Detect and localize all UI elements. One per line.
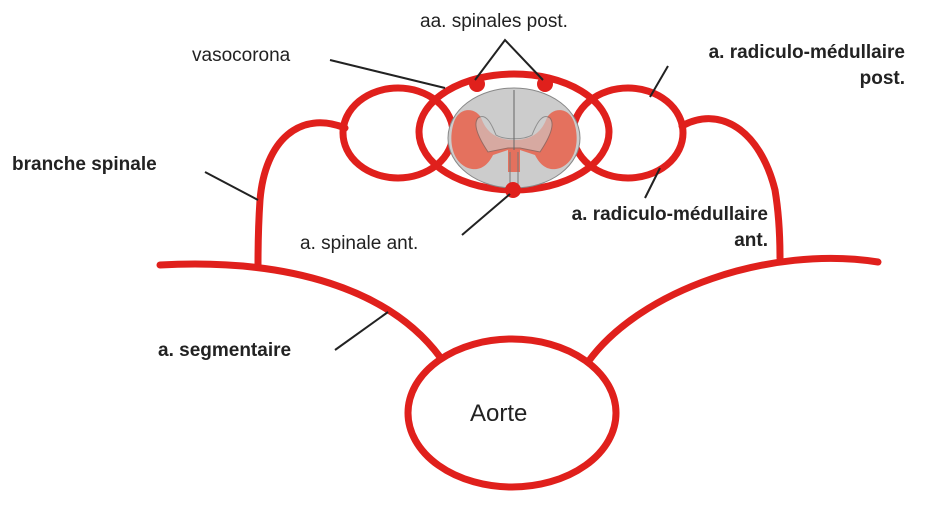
label-radiculo-ant: a. radiculo-médullaire ant. bbox=[505, 204, 768, 252]
leader-segmentaire bbox=[334, 311, 389, 351]
label-aorte: Aorte bbox=[470, 400, 528, 427]
spinal-branch-right bbox=[678, 115, 784, 262]
label-radiculo-post-line1: a. radiculo-médullaire bbox=[708, 42, 905, 63]
leader-radiculo-ant bbox=[644, 167, 661, 199]
spinal-cord bbox=[447, 87, 581, 189]
label-segmentaire: a. segmentaire bbox=[158, 340, 292, 361]
label-radiculo-post-line2: post. bbox=[859, 68, 905, 89]
label-vasocorona: vasocorona bbox=[192, 45, 291, 66]
segmental-artery-left bbox=[156, 260, 444, 361]
label-radiculo-ant-line1: a. radiculo-médullaire bbox=[571, 204, 768, 225]
label-radiculo-post: a. radiculo-médullaire post. bbox=[640, 42, 905, 90]
label-branche-spinale: branche spinale bbox=[12, 154, 157, 175]
label-aa-spinales-post: aa. spinales post. bbox=[420, 11, 568, 32]
leader-vasocorona bbox=[329, 59, 446, 89]
spinal-branch-left bbox=[254, 119, 349, 269]
label-radiculo-ant-line2: ant. bbox=[734, 230, 768, 251]
label-spinale-ant: a. spinale ant. bbox=[300, 233, 419, 254]
leader-aa-spinales-post bbox=[474, 38, 544, 81]
leader-branche-spinale bbox=[204, 171, 259, 201]
posterior-spinal-artery-left bbox=[469, 76, 485, 92]
leader-radiculo-post bbox=[649, 65, 669, 98]
posterior-spinal-artery-right bbox=[537, 76, 553, 92]
segmental-artery-right bbox=[584, 254, 882, 366]
leader-spinale-ant bbox=[461, 193, 511, 236]
aorta bbox=[404, 335, 620, 491]
